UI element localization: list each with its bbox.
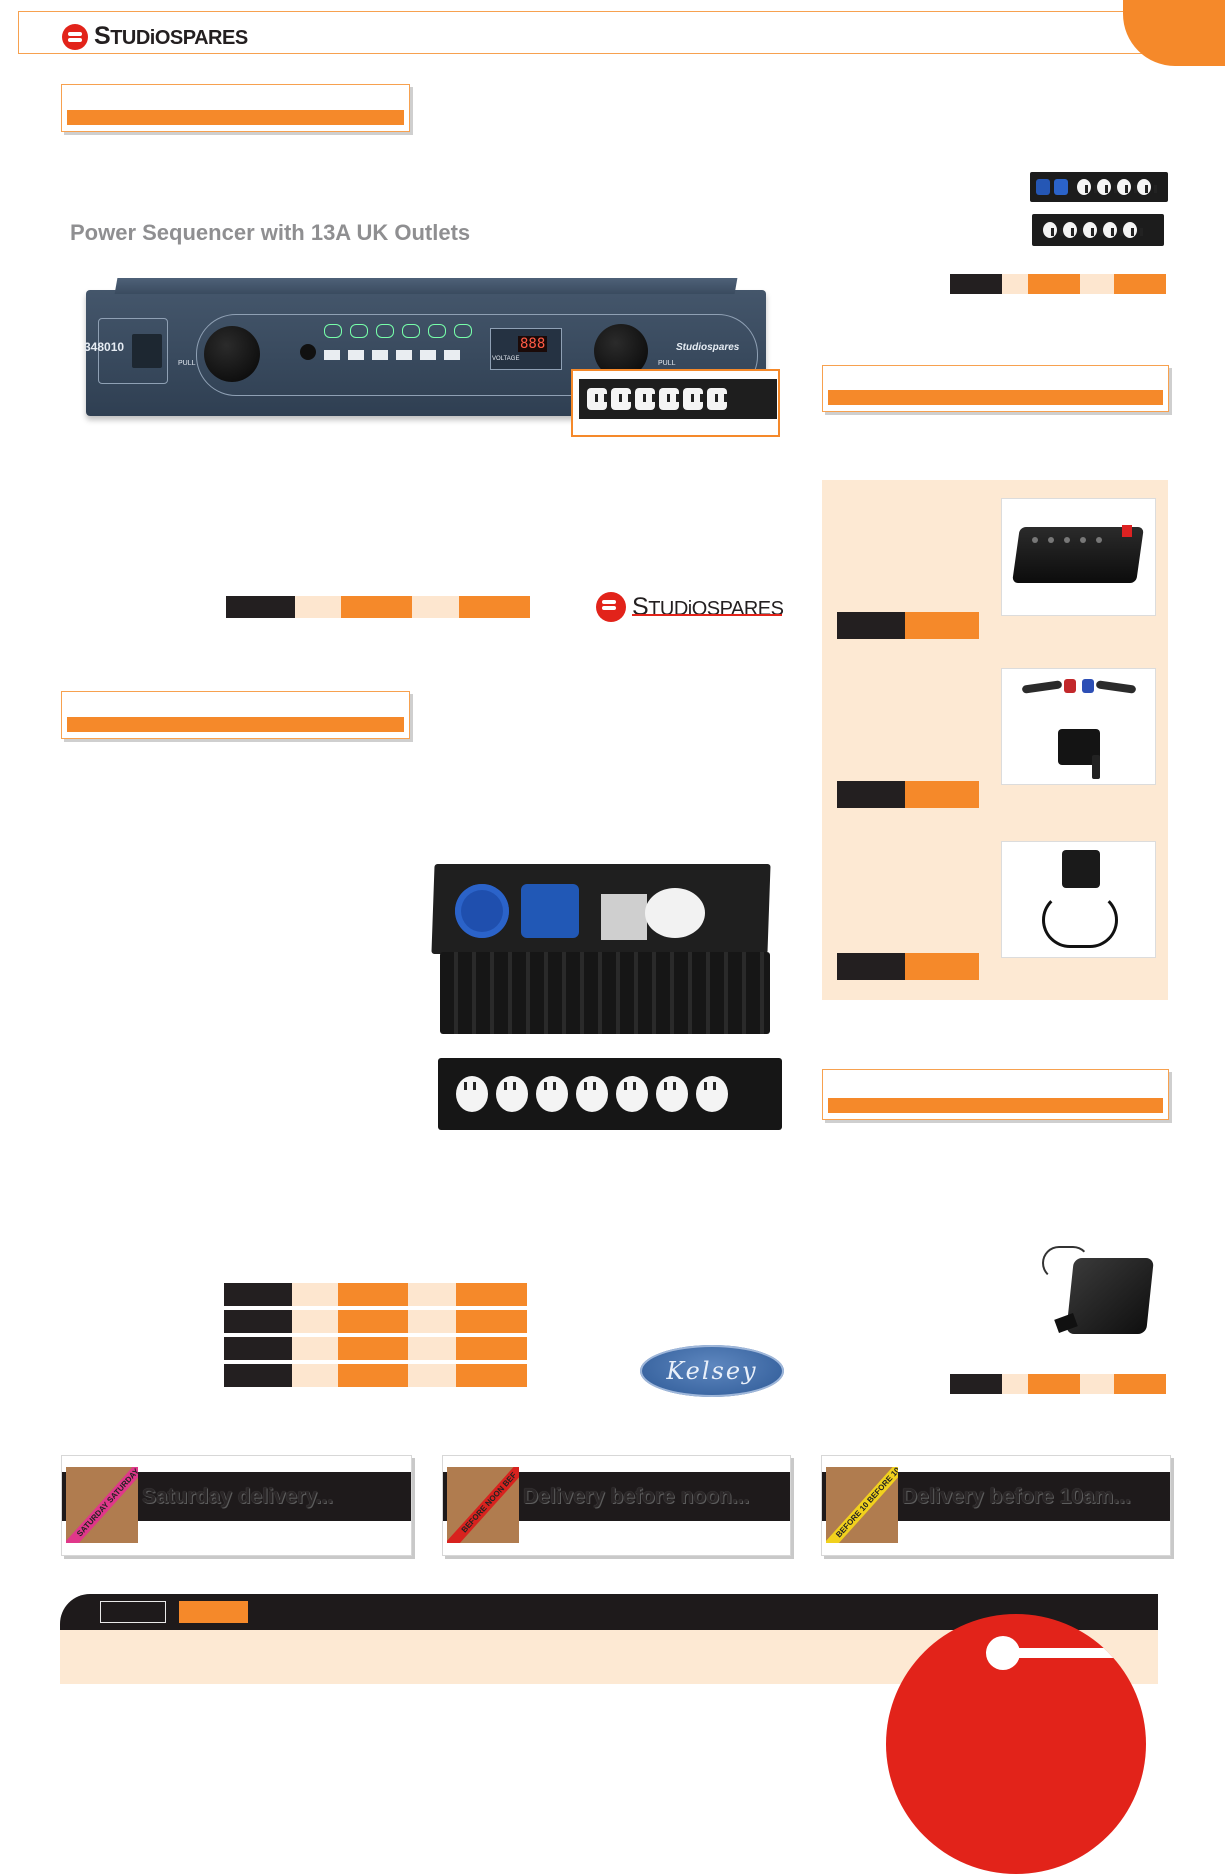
ac-adapter-image xyxy=(1001,841,1156,958)
promo-before-noon-text: Delivery before noon... xyxy=(523,1485,750,1508)
studiospares-brand-icon xyxy=(596,592,626,622)
footer-box-outline xyxy=(100,1601,166,1623)
header-rule xyxy=(18,11,1138,12)
price-table-1 xyxy=(226,596,530,618)
power-supply-unit-image xyxy=(1001,498,1156,616)
header-rule-bottom xyxy=(18,53,1188,54)
footer-logo-mark xyxy=(886,1614,1146,1874)
price-table-right-5 xyxy=(950,1374,1166,1394)
section-header-3 xyxy=(822,365,1169,412)
promo-before-10am[interactable]: BEFORE 10 BEFORE 10 Delivery before 10am… xyxy=(821,1455,1171,1556)
promo-saturday-text: Saturday delivery... xyxy=(142,1485,334,1508)
studiospares-logo-icon xyxy=(62,23,88,50)
promo-before-noon[interactable]: BEFORE NOON BEF Delivery before noon... xyxy=(442,1455,791,1556)
before-10-tape-image: BEFORE 10 BEFORE 10 xyxy=(826,1467,898,1543)
power-sequencer-image: 348010 PULL PULL 888 VOLTAGE Studiospare… xyxy=(84,278,766,420)
kelsey-logo: Kelsey xyxy=(640,1345,784,1397)
price-table-right-3 xyxy=(837,781,979,808)
rack-panel-rear xyxy=(440,952,770,1034)
footer-box-orange xyxy=(179,1601,248,1623)
wall-adapter-image xyxy=(1034,1236,1160,1340)
before-noon-tape-image: BEFORE NOON BEF xyxy=(447,1467,519,1543)
section-header-2 xyxy=(61,691,410,739)
section-header-4 xyxy=(822,1069,1169,1120)
small-rack-front-image xyxy=(1030,172,1168,202)
product-title: Power Sequencer with 13A UK Outlets xyxy=(70,220,471,245)
promo-before-10am-text: Delivery before 10am... xyxy=(902,1485,1131,1508)
price-table-right-4 xyxy=(837,953,979,980)
small-rack-rear-image xyxy=(1032,214,1164,246)
price-table-2 xyxy=(224,1283,527,1387)
saturday-tape-image: SATURDAY SATURDAY xyxy=(66,1467,138,1543)
section-header-1 xyxy=(61,84,410,132)
rack-panel-sockets xyxy=(438,1058,782,1130)
promo-saturday-delivery[interactable]: SATURDAY SATURDAY Saturday delivery... xyxy=(61,1455,412,1556)
header-rule-left xyxy=(18,11,19,53)
rack-panel-front xyxy=(431,864,773,960)
price-table-right-1 xyxy=(950,274,1166,294)
studiospares-logo[interactable]: STUDiOSPARES xyxy=(62,22,248,51)
adapter-cable-image xyxy=(1001,668,1156,785)
rear-panel-inset xyxy=(571,369,780,437)
studiospares-brand-logo: STUDiOSPARES xyxy=(596,592,784,622)
page-tab xyxy=(1123,0,1225,66)
price-table-right-2 xyxy=(837,612,979,639)
